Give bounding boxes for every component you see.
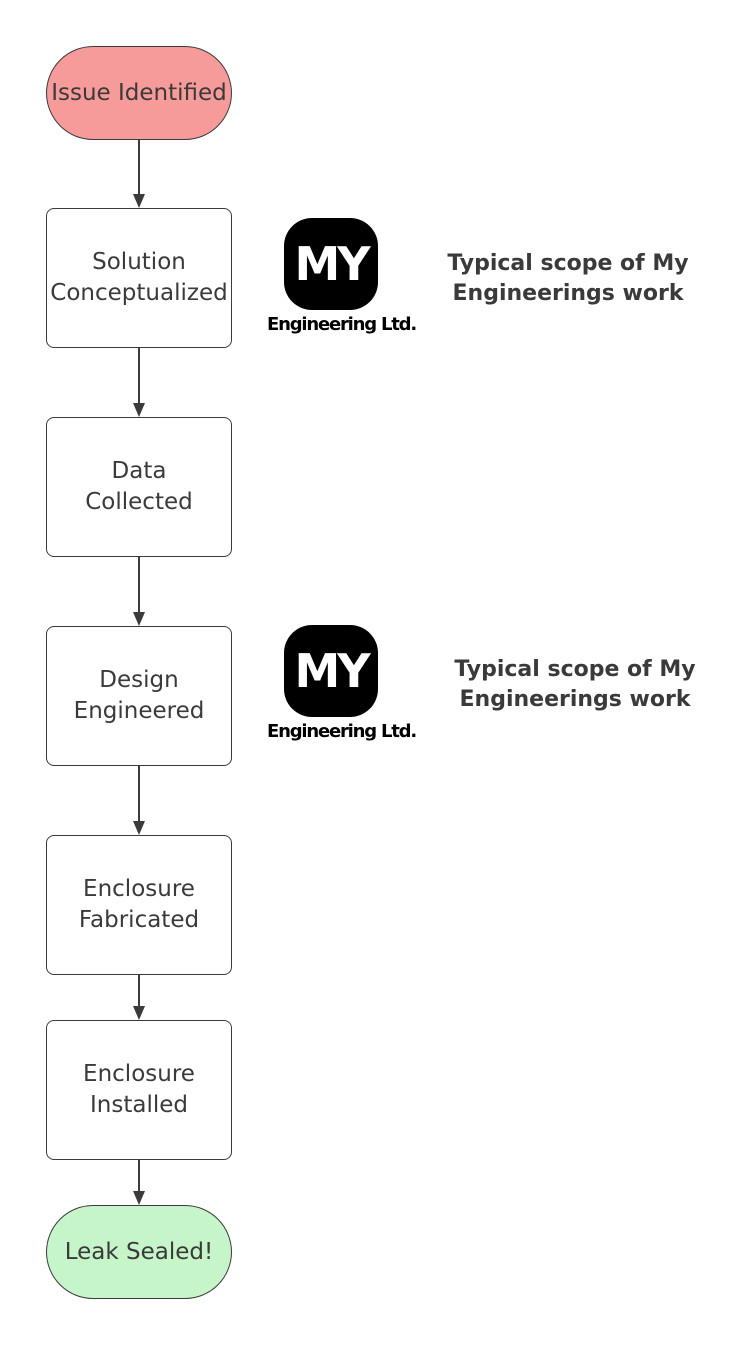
- step-design-engineered: Design Engineered: [46, 626, 232, 766]
- logo-mark: MY: [294, 237, 370, 291]
- arrowhead-icon: [133, 821, 145, 835]
- flow-arrow: [138, 766, 140, 821]
- step-label: Enclosure Installed: [83, 1061, 195, 1118]
- step-label: Data Collected: [85, 458, 193, 515]
- arrowhead-icon: [133, 194, 145, 208]
- flow-arrow: [138, 557, 140, 612]
- arrowhead-icon: [133, 403, 145, 417]
- end-node: Leak Sealed!: [46, 1205, 232, 1299]
- flow-arrow: [138, 975, 140, 1006]
- logo-mark: MY: [294, 644, 370, 698]
- company-logo: MY Engineering Ltd.: [254, 625, 429, 755]
- arrowhead-icon: [133, 612, 145, 626]
- step-label: Enclosure Fabricated: [78, 876, 200, 933]
- step-solution-conceptualized: Solution Conceptualized: [46, 208, 232, 348]
- arrowhead-icon: [133, 1191, 145, 1205]
- logo-badge: MY: [284, 218, 378, 310]
- step-enclosure-fabricated: Enclosure Fabricated: [46, 835, 232, 975]
- scope-note: Typical scope of My Engineerings work: [454, 657, 696, 712]
- flow-arrow: [138, 348, 140, 403]
- step-data-collected: Data Collected: [46, 417, 232, 557]
- logo-wordmark: Engineering Ltd.: [266, 314, 417, 335]
- step-label: Design Engineered: [73, 667, 205, 724]
- scope-note: Typical scope of My Engineerings work: [447, 251, 689, 306]
- logo-wordmark: Engineering Ltd.: [266, 721, 417, 742]
- logo-badge: MY: [284, 625, 378, 717]
- company-logo: MY Engineering Ltd.: [254, 218, 429, 348]
- start-node: Issue Identified: [46, 46, 232, 140]
- start-node-label: Issue Identified: [51, 79, 227, 106]
- step-label: Solution Conceptualized: [50, 249, 228, 306]
- flow-arrow: [138, 140, 140, 194]
- flow-arrow: [138, 1160, 140, 1191]
- step-enclosure-installed: Enclosure Installed: [46, 1020, 232, 1160]
- arrowhead-icon: [133, 1006, 145, 1020]
- end-node-label: Leak Sealed!: [64, 1238, 214, 1265]
